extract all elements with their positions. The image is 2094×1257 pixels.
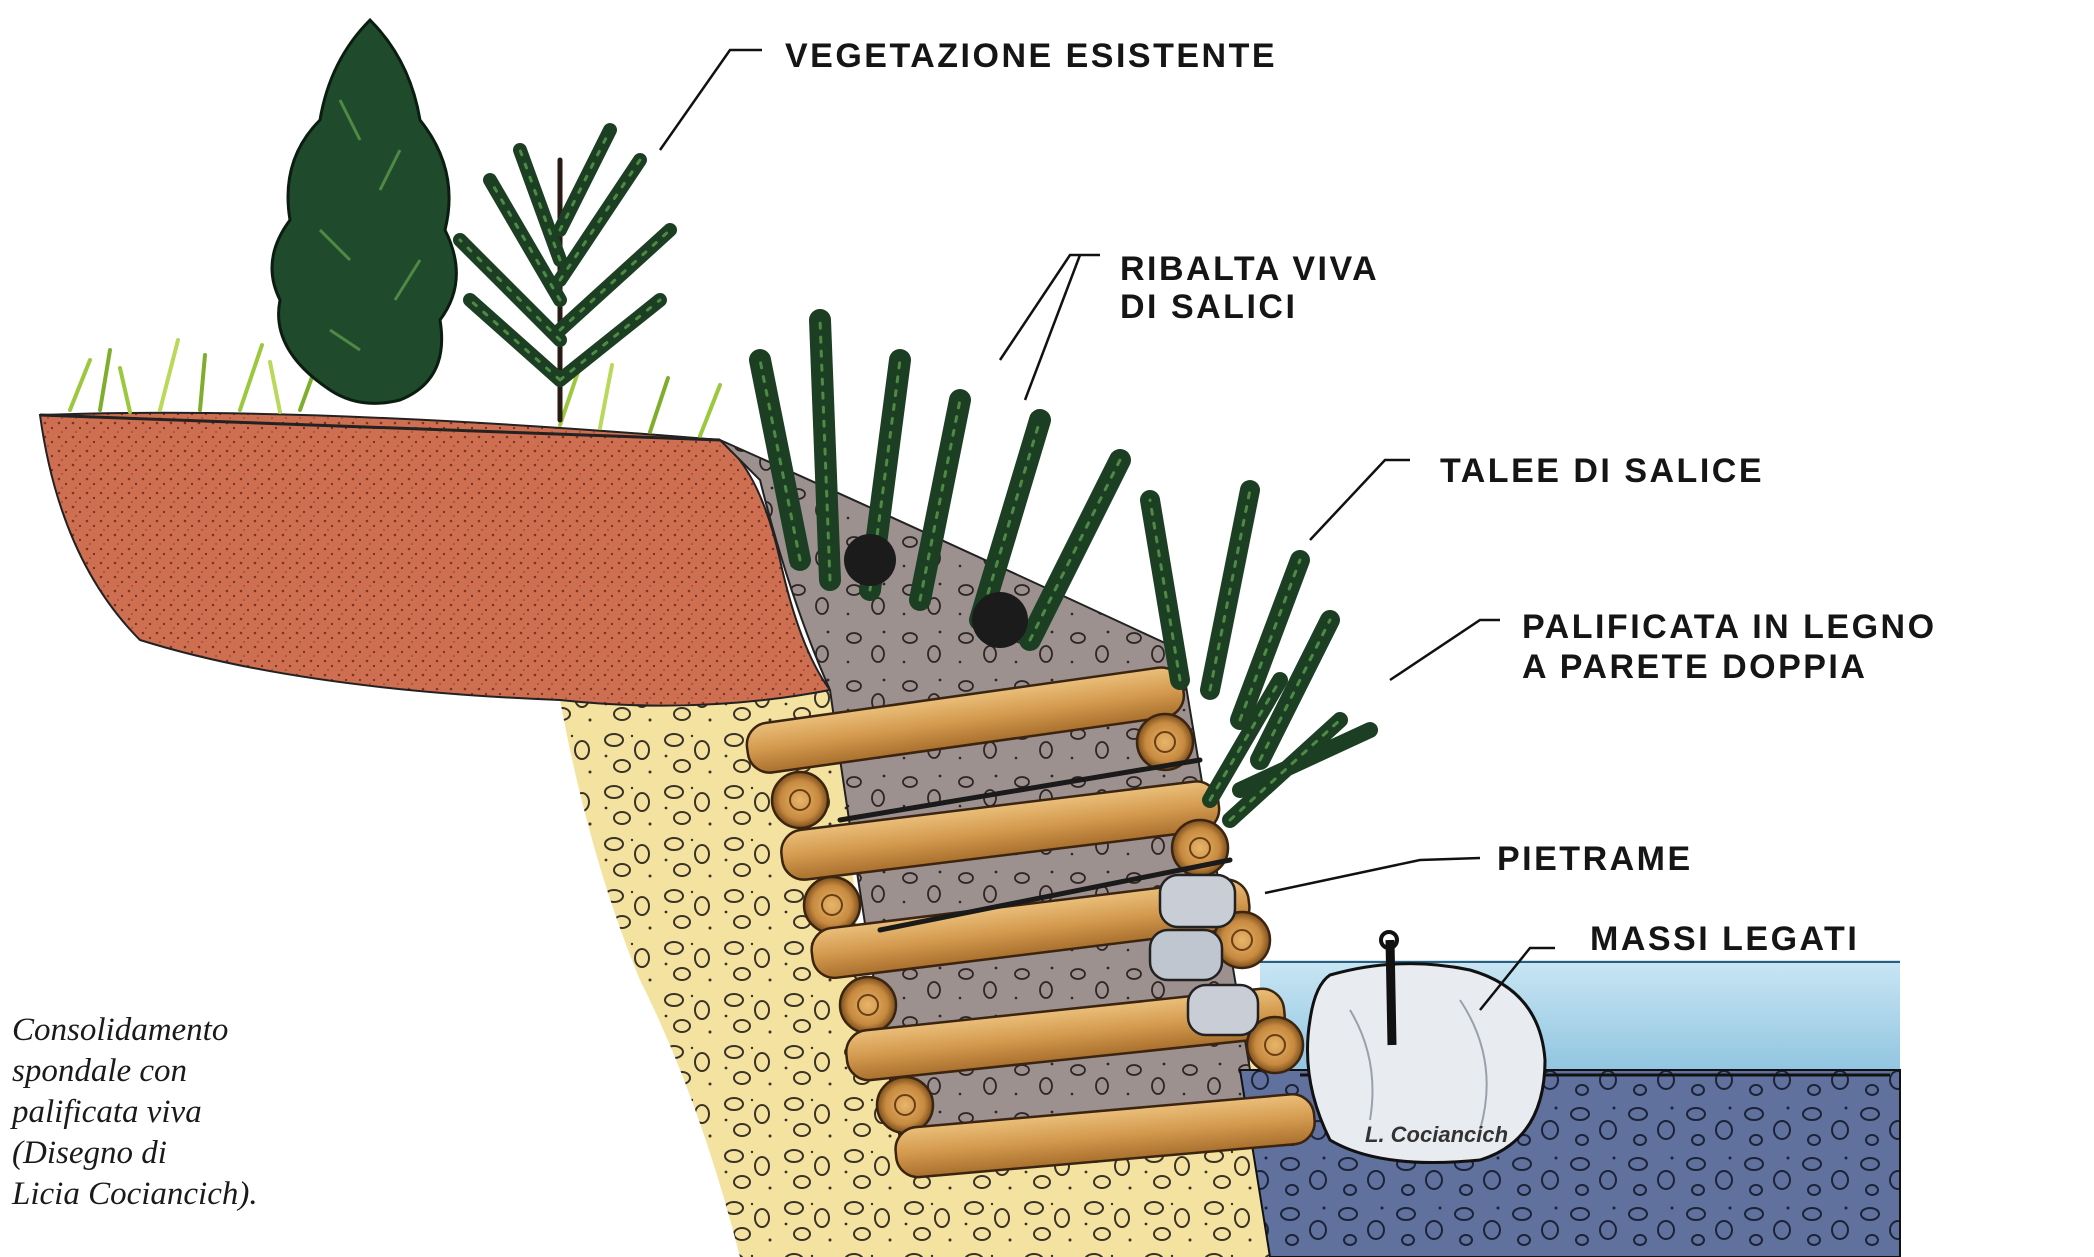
label-talee-di-salice: TALEE DI SALICE bbox=[1440, 452, 1764, 490]
palisade-logs bbox=[745, 666, 1316, 1179]
label-ribalta-line1: RIBALTA VIVA bbox=[1120, 250, 1379, 288]
willow-ribalta bbox=[749, 309, 1131, 651]
existing-tree-1 bbox=[270, 17, 458, 405]
label-massi-legati: MASSI LEGATI bbox=[1590, 920, 1859, 958]
pietrame-stones bbox=[1148, 873, 1260, 1037]
caption-line: Consolidamento bbox=[12, 1012, 229, 1048]
figure-caption: Consolidamento spondale con palificata v… bbox=[12, 1010, 332, 1215]
label-vegetazione-esistente: VEGETAZIONE ESISTENTE bbox=[785, 37, 1277, 75]
label-palificata-line2: A PARETE DOPPIA bbox=[1522, 648, 1867, 686]
willow-cuttings bbox=[837, 480, 1378, 933]
artist-signature: L. Cociancich bbox=[1365, 1122, 1508, 1147]
caption-line: (Disegno di bbox=[12, 1135, 167, 1171]
massi-legati-boulder: L. Cociancich bbox=[1306, 930, 1547, 1164]
caption-line: spondale con bbox=[12, 1053, 188, 1089]
label-ribalta-line2: DI SALICI bbox=[1120, 288, 1297, 326]
caption-line: Licia Cociancich). bbox=[12, 1176, 258, 1212]
red-soil-bank bbox=[38, 411, 832, 707]
leader-lines bbox=[658, 48, 1555, 1011]
existing-tree-2 bbox=[453, 123, 677, 423]
caption-line: palificata viva bbox=[12, 1094, 202, 1130]
label-pietrame: PIETRAME bbox=[1497, 840, 1693, 878]
label-palificata-line1: PALIFICATA IN LEGNO bbox=[1522, 608, 1937, 646]
